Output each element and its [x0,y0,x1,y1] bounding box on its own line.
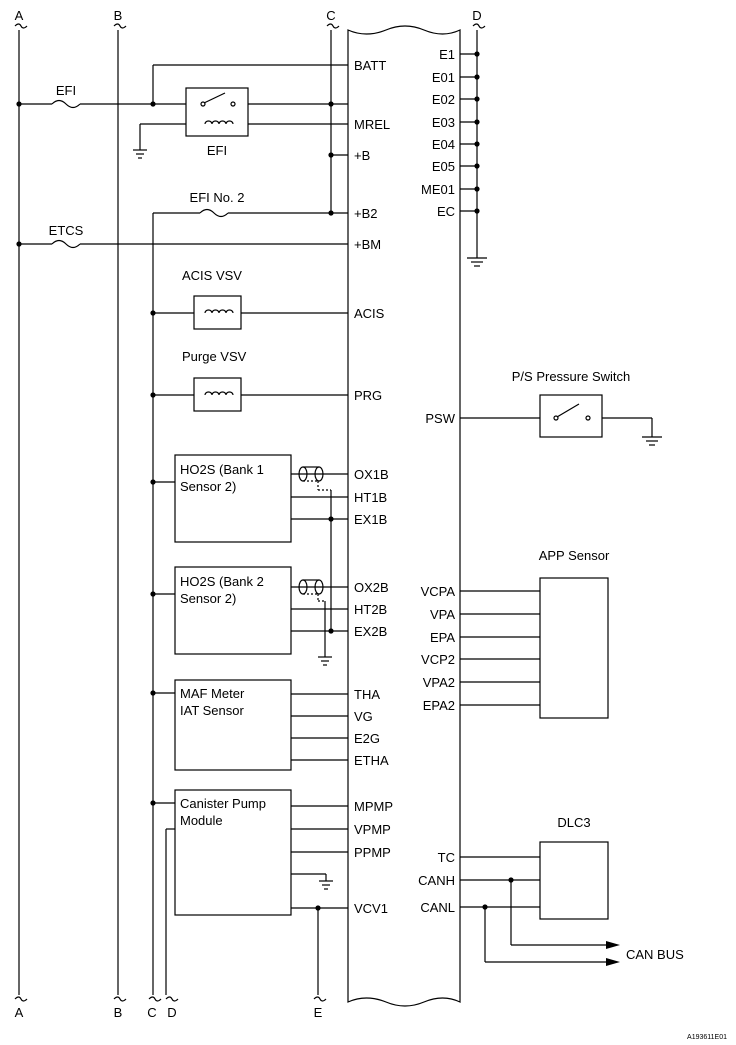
ecm-pin-prg: PRG [354,388,382,403]
rail-a [14,23,28,1002]
efi-relay-box [185,87,249,137]
efi-fuse-label: EFI [56,83,76,98]
ecm-pin-e02: E02 [432,92,455,107]
rail-label-top-a: A [15,8,24,23]
ecm-pin-mpmp: MPMP [354,799,393,814]
ecm-body [347,25,461,1007]
ecm-pin-vpa: VPA [430,607,455,622]
ecm-pin-etha: ETHA [354,753,389,768]
ecm-pin-ox1b: OX1B [354,467,389,482]
dlc3-label: DLC3 [557,815,590,830]
ecm-pin-plus-b: +B [354,148,370,163]
ps-switch-box [539,394,603,438]
ecm-pin-e03: E03 [432,115,455,130]
ecm-pin-vcv1: VCV1 [354,901,388,916]
ecm-pin-e2g: E2G [354,731,380,746]
rail-label-bottom-c: C [147,1005,156,1020]
ho2s-bank2-box [174,566,292,655]
maf-label-2: IAT Sensor [180,703,244,718]
ecm-pin-ox2b: OX2B [354,580,389,595]
rail-label-top-d: D [472,8,481,23]
ecm-pin-vcp2: VCP2 [421,652,455,667]
can-bus-arrow-1 [606,941,620,949]
can-bus-arrow-2 [606,958,620,966]
acis-vsv-box [193,295,242,330]
ecm-pin-mrel: MREL [354,117,390,132]
maf-iat-box [174,679,292,771]
ecm-pin-me01: ME01 [421,182,455,197]
canister-label-1: Canister Pump [180,796,266,811]
canister-label-2: Module [180,813,223,828]
ho2s-bank1-label-2: Sensor 2) [180,479,236,494]
ecm-pin-ht1b: HT1B [354,490,387,505]
ecm-pin-ex1b: EX1B [354,512,387,527]
efi-no2-fuse-label: EFI No. 2 [190,190,245,205]
purge-vsv-label: Purge VSV [182,349,247,364]
ecm-pin-canh: CANH [418,873,455,888]
ho2s-bank1-label-1: HO2S (Bank 1 [180,462,264,477]
ecm-pin-vg: VG [354,709,373,724]
rail-label-bottom-b: B [114,1005,123,1020]
ecm-pin-e1: E1 [439,47,455,62]
rail-label-bottom-d: D [167,1005,176,1020]
ecm-pin-plus-b2: +B2 [354,206,378,221]
efi-relay-label: EFI [207,143,227,158]
ho2s-bank2-label-1: HO2S (Bank 2 [180,574,264,589]
ecm-pin-psw: PSW [425,411,455,426]
ecm-pin-vpa2: VPA2 [423,675,455,690]
ecm-pin-vpmp: VPMP [354,822,391,837]
ecm-pin-e04: E04 [432,137,455,152]
acis-vsv-label: ACIS VSV [182,268,242,283]
maf-label-1: MAF Meter [180,686,245,701]
ecm-pin-plus-bm: +BM [354,237,381,252]
rail-label-top-b: B [114,8,123,23]
ho2s-bank1-box [174,454,292,543]
rail-label-bottom-a: A [15,1005,24,1020]
ecm-pin-e05: E05 [432,159,455,174]
ps-switch-label: P/S Pressure Switch [512,369,631,384]
ecm-pin-vcpa: VCPA [421,584,456,599]
ecm-pin-e01: E01 [432,70,455,85]
ecm-pin-batt: BATT [354,58,386,73]
rail-c [326,23,340,213]
ecm-pin-epa: EPA [430,630,455,645]
rail-b [113,23,127,1002]
etcs-fuse-symbol [51,239,81,249]
etcs-fuse-label: ETCS [49,223,84,238]
efi-fuse-symbol [51,99,81,109]
ecm-pin-ht2b: HT2B [354,602,387,617]
app-sensor-box [539,577,609,719]
app-sensor-label: APP Sensor [539,548,610,563]
purge-vsv-box [193,377,242,412]
ecm-pin-canl: CANL [420,900,455,915]
rail-label-bottom-e: E [314,1005,323,1020]
can-bus-label: CAN BUS [626,947,684,962]
rail-label-top-c: C [326,8,335,23]
ecm-pin-tha: THA [354,687,380,702]
ecm-pin-tc: TC [438,850,455,865]
dlc3-box [539,841,609,920]
rail-d [472,23,486,258]
ho2s-bank2-label-2: Sensor 2) [180,591,236,606]
figure-code: A193611E01 [687,1034,727,1041]
ecm-pin-acis: ACIS [354,306,385,321]
ecm-pin-ppmp: PPMP [354,845,391,860]
ecm-pin-ex2b: EX2B [354,624,387,639]
efi-no2-fuse-symbol [199,208,229,218]
ecm-pin-epa2: EPA2 [423,698,455,713]
ecm-pin-ec: EC [437,204,455,219]
